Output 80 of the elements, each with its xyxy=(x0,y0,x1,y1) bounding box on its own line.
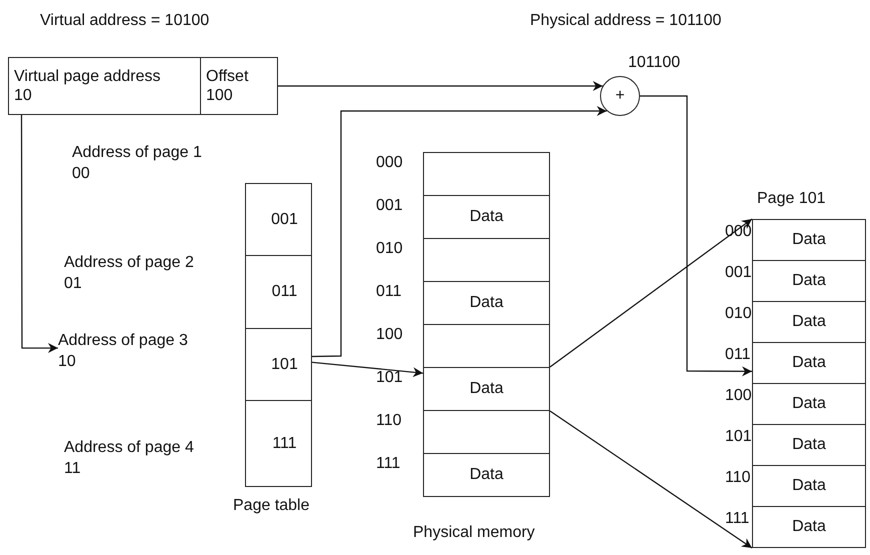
row-address: 000 xyxy=(376,154,403,172)
row-address: 110 xyxy=(725,469,751,487)
plus-sign: + xyxy=(615,87,625,105)
memory-cell xyxy=(423,281,550,325)
address-heading: Virtual address = 10100 xyxy=(40,12,210,30)
table-caption: Page table xyxy=(233,497,310,515)
arrow xyxy=(550,410,752,548)
memory-cell xyxy=(423,152,550,196)
row-address: 100 xyxy=(725,387,752,405)
memory-cell xyxy=(423,410,550,454)
address-text: 100 xyxy=(206,86,234,105)
memory-cell xyxy=(423,453,550,497)
row-address: 011 xyxy=(376,283,402,301)
page-address-label: Address of page 4 xyxy=(64,439,194,457)
memory-cell xyxy=(752,301,866,343)
page-address-label: Address of page 1 xyxy=(72,144,202,162)
memory-cell xyxy=(752,260,866,302)
row-address: 001 xyxy=(725,264,752,282)
address-text: 10 xyxy=(14,86,33,105)
row-address: 010 xyxy=(376,240,403,258)
result-value: 101100 xyxy=(628,54,680,72)
cell-value: Data xyxy=(470,208,504,226)
page-address-label: Address of page 2 xyxy=(64,254,194,272)
adder-circle xyxy=(600,76,640,116)
cell-value: Data xyxy=(792,313,826,331)
memory-cell xyxy=(752,219,866,261)
memory-cell xyxy=(752,506,866,548)
address-heading: Physical address = 101100 xyxy=(530,12,722,30)
row-address: 010 xyxy=(725,305,752,323)
cell-value: Data xyxy=(792,231,826,249)
memory-cell xyxy=(423,238,550,282)
row-address: 001 xyxy=(376,197,403,215)
page-address-label: 00 xyxy=(72,165,90,183)
page-table-entry xyxy=(245,255,312,329)
arrow xyxy=(312,362,424,378)
memory-cell xyxy=(423,324,550,368)
row-address: 110 xyxy=(376,412,402,430)
arrow xyxy=(312,106,607,358)
page-table-entry xyxy=(245,183,312,256)
arrow xyxy=(550,218,752,368)
address-text: Address of page 3 xyxy=(58,331,189,351)
cell-value: Data xyxy=(792,272,826,290)
memory-cell xyxy=(752,383,866,425)
cell-value: Data xyxy=(792,477,826,495)
address-field xyxy=(8,57,201,115)
row-address: 111 xyxy=(725,510,750,528)
address-text: 10 xyxy=(58,352,77,372)
row-address: 011 xyxy=(725,346,751,364)
table-caption: Physical memory xyxy=(413,524,535,542)
cell-value: 001 xyxy=(270,210,298,228)
table-caption: Page 101 xyxy=(757,190,826,208)
arrow xyxy=(640,95,752,376)
page-table-entry xyxy=(245,400,312,487)
cell-value: Data xyxy=(792,518,826,536)
cell-value: Data xyxy=(792,436,826,454)
arrow xyxy=(20,115,58,354)
cell-value: Data xyxy=(792,395,826,413)
cell-value: 011 xyxy=(270,283,298,301)
row-address: 100 xyxy=(376,326,403,344)
cell-value: Data xyxy=(470,380,504,398)
cell-value: Data xyxy=(470,466,504,484)
row-address: 111 xyxy=(376,455,400,473)
address-text: Virtual page address xyxy=(14,67,162,86)
address-text: Offset xyxy=(206,67,250,86)
cell-value: 101 xyxy=(270,356,298,374)
page-table-entry xyxy=(245,328,312,401)
memory-cell xyxy=(423,367,550,411)
cell-value: Data xyxy=(792,354,826,372)
memory-cell xyxy=(752,424,866,466)
memory-cell xyxy=(752,465,866,507)
row-address: 101 xyxy=(725,428,752,446)
address-field xyxy=(200,57,278,115)
cell-value: Data xyxy=(470,294,504,312)
memory-cell xyxy=(423,195,550,239)
page-address-label: 01 xyxy=(64,275,82,293)
cell-value: 111 xyxy=(271,434,297,452)
row-address: 101 xyxy=(376,369,403,387)
memory-cell xyxy=(752,342,866,384)
arrow xyxy=(278,81,603,91)
page-address-label: 11 xyxy=(64,460,81,478)
